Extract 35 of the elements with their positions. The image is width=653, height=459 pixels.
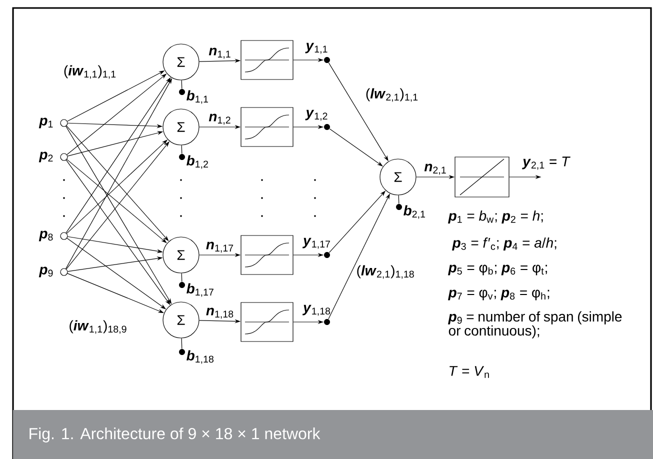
node-label: y$_{1,1}$ [305, 42, 328, 54]
edge-label: n$_{1,17}$ [204, 240, 236, 254]
node-label: p$_{1}$ [38, 118, 53, 128]
annotation: (lw$_{2,1}$)$_{1,1}$ [366, 88, 418, 102]
sigmoid-function-box [240, 107, 294, 147]
node-label: p$_{2}$ [38, 152, 53, 162]
sigmoid-function-box [240, 235, 294, 275]
annotation: p$_{3}$ = f′$_{c}$; p$_{4}$ = a/h; [452, 237, 556, 251]
edge-label: n$_{1,18}$ [204, 306, 236, 320]
edge-label: n$_{1,1}$ [208, 46, 232, 60]
node-label: b$_{1,2}$ [186, 155, 208, 169]
annotation: p$_{1}$ = b$_{w}$; p$_{2}$ = h; [448, 210, 543, 224]
caption-band: Fig. 1. Architecture of 9 × 18 × 1 network [13, 410, 653, 459]
node-label: p$_{9}$ [38, 266, 53, 278]
edge-label: y$_{2,1}$ = T [522, 156, 570, 170]
node-label: b$_{1,18}$ [186, 350, 214, 364]
node-label: y$_{1,2}$ [305, 110, 328, 121]
linear-function-box [454, 156, 510, 198]
node-label: p$_{8}$ [38, 230, 53, 242]
annotation: p$_{5}$ = φ$_{b}$; p$_{6}$ = φ$_{t}$; [448, 264, 547, 276]
sigmoid-function-box [240, 302, 294, 342]
annotation: (iw$_{1,1}$)$_{1,1}$ [64, 65, 116, 79]
node-label: y$_{1,18}$ [302, 304, 330, 316]
node-label: b$_{1,1}$ [186, 90, 208, 104]
annotation: T = V$_{n}$ [450, 366, 489, 378]
node-label: b$_{1,17}$ [186, 283, 214, 297]
annotation: p$_{7}$ = φ$_{v}$; p$_{8}$ = φ$_{h}$; [448, 290, 550, 300]
annotation: (iw$_{1,1}$)$_{18,9}$ [70, 320, 126, 334]
annotation: p$_{9}$ = number of span (simple or continuous); [448, 311, 622, 338]
edge-label: n$_{2,1}$ [423, 162, 448, 176]
node-label: y$_{1,17}$ [302, 238, 330, 249]
edge-label: n$_{1,2}$ [208, 112, 232, 126]
sigmoid-function-box [240, 40, 294, 80]
annotation: (lw$_{2,1}$)$_{1,18}$ [357, 265, 414, 279]
node-label: b$_{2,1}$ [404, 205, 425, 219]
